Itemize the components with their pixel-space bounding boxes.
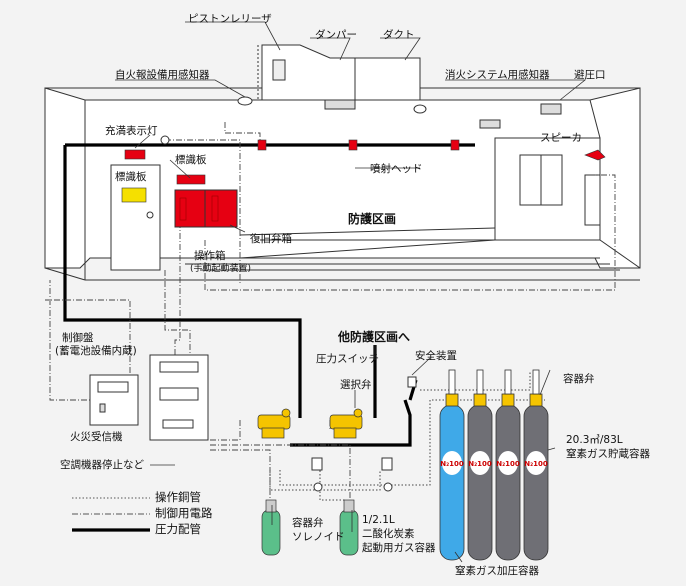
wall-sign (176, 174, 206, 185)
cylinder-mark-1: N₂100 (440, 460, 464, 468)
cylinder-mark-3: N₂100 (496, 460, 520, 468)
pressure-piping (63, 143, 475, 447)
label-co2-spec: 1/2.1L (362, 514, 395, 526)
label-manual-start: (手動起動装置) (190, 264, 252, 274)
left-riser (63, 145, 302, 418)
storage-cylinder-1 (467, 404, 493, 561)
pressure-switches (311, 457, 393, 492)
legend-label-0: 操作銅管 (155, 490, 201, 504)
label-pressurizing: 窒素ガス加圧容器 (455, 565, 539, 577)
door-sign (121, 187, 147, 203)
speaker-icon (584, 149, 606, 161)
label-duct: ダクト (383, 29, 415, 41)
full-indicator (124, 149, 146, 160)
label-storage-name: 窒素ガス貯蔵容器 (566, 448, 650, 460)
pressurizing-cylinder (439, 404, 465, 561)
start-cylinders (261, 499, 359, 556)
label-reset-valve-box: 復旧弁箱 (250, 233, 292, 245)
label-storage-spec: 20.3㎥/83L (566, 434, 623, 446)
label-cv-solenoid-1: 容器弁 (292, 517, 324, 529)
label-selector-valve: 選択弁 (340, 379, 372, 391)
label-protected-area: 防護区画 (348, 212, 397, 226)
label-hvac-stop: 空調機器停止など (60, 459, 144, 471)
sensors (237, 96, 427, 114)
legend-lines (72, 497, 150, 532)
label-control-panel: 制御盤 (62, 332, 94, 344)
damper-box (272, 59, 286, 81)
door-assembly (110, 135, 238, 271)
label-container-valve: 容器弁 (563, 373, 595, 385)
label-sign-board: 標識板 (175, 154, 207, 166)
label-fire-alarm-sensor: 自火報設備用感知器 (115, 69, 210, 81)
label-pressure-switch: 圧力スイッチ (316, 353, 379, 365)
control-panel-graphic (149, 354, 209, 441)
label-damper: ダンパー (315, 29, 357, 41)
label-other-area: 他防護区画へ (338, 330, 411, 344)
leader-lines (115, 21, 587, 563)
label-co2-name: 二酸化炭素 (362, 528, 415, 540)
operation-box (174, 189, 206, 228)
safety-device (407, 376, 417, 388)
label-extinguish-sensor: 消火システム用感知器 (445, 69, 550, 81)
label-safety-device: 安全装置 (415, 350, 457, 362)
fire-sensor (237, 96, 253, 106)
legend-label-1: 制御用電路 (155, 506, 213, 520)
label-battery: (蓄電池設備内蔵) (55, 345, 137, 357)
gas-cylinders (439, 369, 549, 561)
extinguish-sensor (413, 104, 427, 114)
label-sign-board-door: 標識板 (115, 171, 147, 183)
nozzles (257, 139, 460, 151)
label-operation-box: 操作箱 (194, 250, 226, 262)
label-fire-receiver: 火災受信機 (70, 431, 123, 443)
duct (257, 44, 421, 101)
label-vent: 避圧口 (574, 69, 606, 81)
legend-label-2: 圧力配管 (155, 522, 201, 536)
ceiling-vents (324, 99, 562, 129)
label-co2-name2: 起動用ガス容器 (362, 542, 436, 554)
reset-valve-box (204, 189, 238, 228)
fire-receiver-graphic (89, 374, 139, 426)
label-cv-solenoid-2: ソレノイド (292, 531, 345, 543)
label-piston-releaser: ピストンレリーザ (188, 13, 272, 25)
copper-tubes (269, 372, 545, 501)
cylinder-marks: N₂100 N₂100 N₂100 N₂100 (440, 460, 548, 468)
storage-cylinder-2 (495, 404, 521, 561)
storage-cylinder-3 (523, 404, 549, 561)
cylinder-mark-4: N₂100 (524, 460, 548, 468)
cylinder-mark-2: N₂100 (468, 460, 492, 468)
label-full-indicator: 充満表示灯 (105, 125, 158, 137)
selector-valves (257, 408, 363, 439)
label-speaker: スピーカ (540, 132, 582, 144)
label-nozzle: 噴射ヘッド (370, 163, 423, 175)
